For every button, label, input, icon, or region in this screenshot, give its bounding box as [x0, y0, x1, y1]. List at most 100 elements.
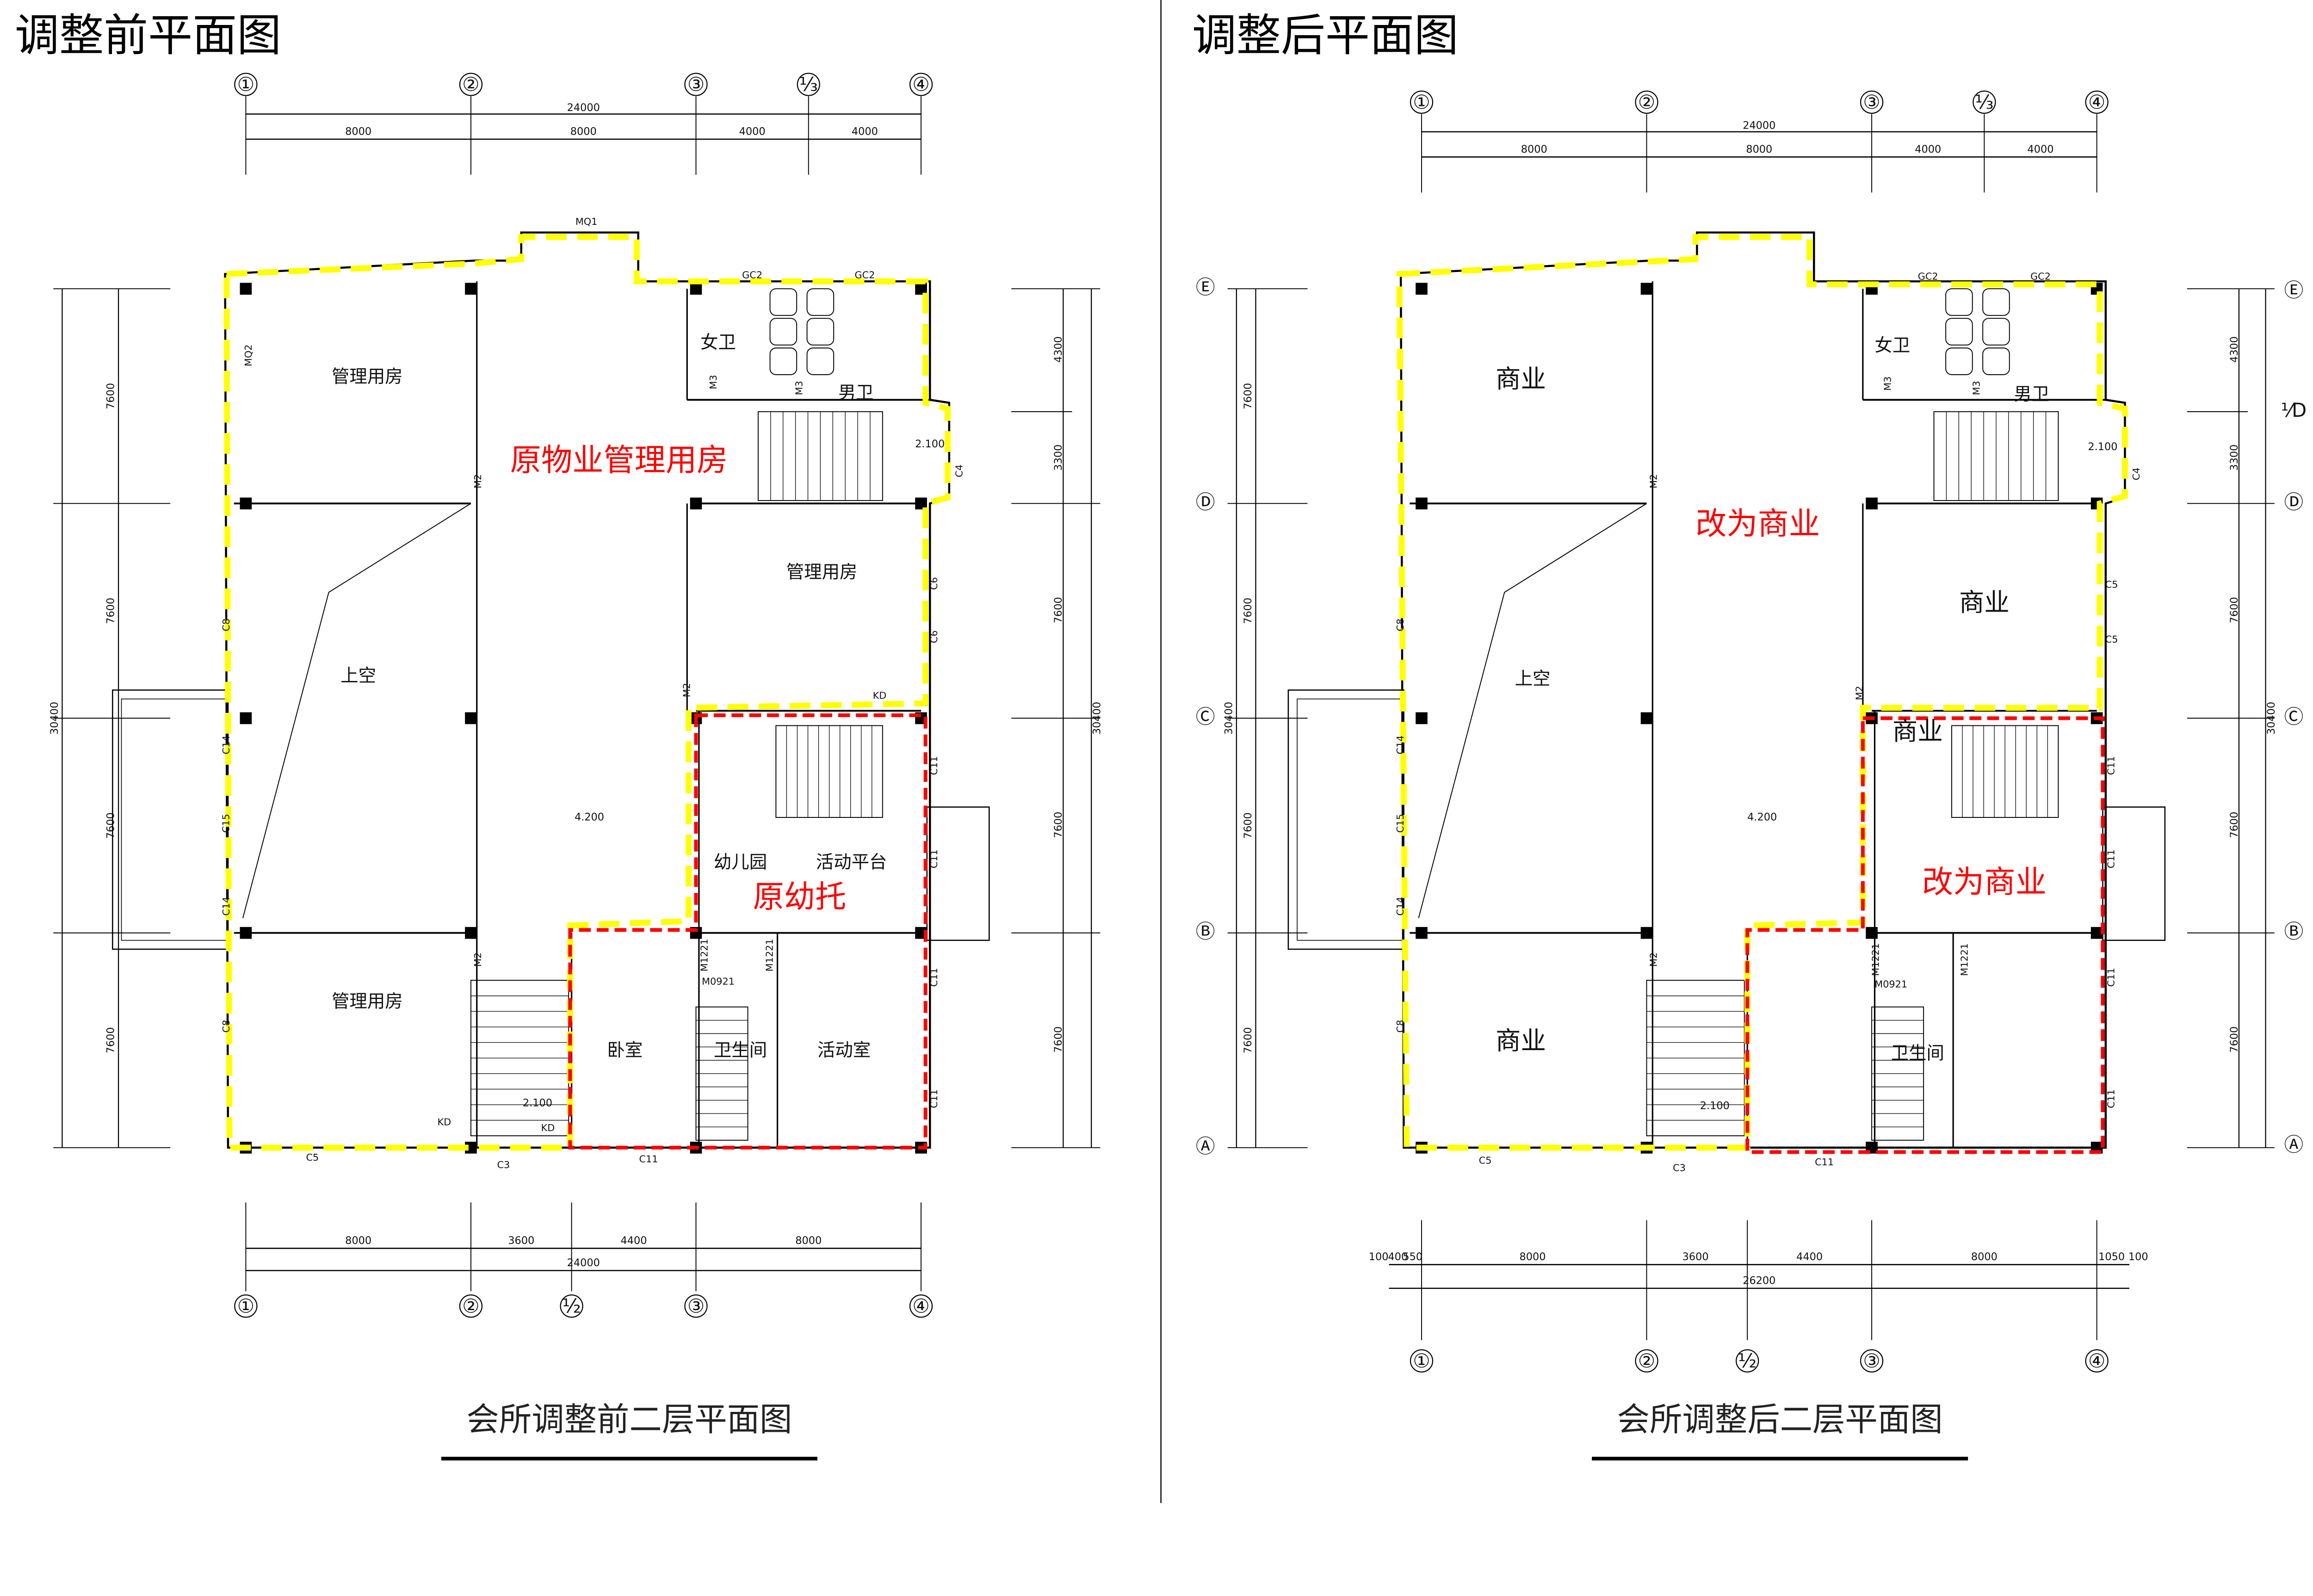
axis-bubble — [797, 73, 820, 96]
yellow-dashed-boundary — [223, 234, 951, 1151]
element-code: KD — [437, 1116, 451, 1127]
element-code: C5 — [1479, 1155, 1492, 1166]
dimension-value: 3600 — [508, 1235, 534, 1247]
structural-column — [465, 712, 477, 724]
dimension-value: 8000 — [1971, 1251, 1998, 1263]
dimension-value: 4300 — [1052, 336, 1064, 363]
axis-label: ⅓ — [1975, 91, 1993, 113]
element-code: M2 — [472, 953, 483, 967]
element-code: C11 — [639, 1153, 658, 1164]
red-annotation: 原幼托 — [753, 879, 847, 915]
plan-title: 调整后平面图 — [1192, 10, 1459, 62]
axis-bubble — [1410, 90, 1434, 114]
dimension-value: 7600 — [105, 1027, 117, 1053]
dimension-value: 1050 — [2098, 1251, 2125, 1263]
row-axis-label: Ⓑ — [1196, 920, 1215, 943]
plan-title: 调整前平面图 — [15, 10, 281, 62]
dimension-value: 100 — [2128, 1251, 2148, 1263]
staircase — [695, 1006, 748, 1141]
element-code: M3 — [708, 375, 719, 389]
element-code: GC2 — [742, 269, 762, 280]
axis-label: ④ — [2088, 1349, 2105, 1372]
room-label: 男卫 — [838, 383, 874, 403]
dimension-value: 7600 — [1052, 811, 1064, 838]
structural-column — [1640, 927, 1653, 939]
element-code: C8 — [221, 1020, 232, 1033]
structural-column — [240, 283, 252, 295]
dimension-value: 8000 — [1746, 143, 1772, 155]
structural-column — [1416, 927, 1428, 939]
room-label: 卫生间 — [714, 1040, 767, 1061]
axis-label: ③ — [1863, 91, 1880, 113]
room-label: 上空 — [340, 665, 376, 686]
staircase — [1871, 1006, 1924, 1141]
axis-bubble — [1860, 1349, 1884, 1373]
axis-bubble — [684, 1294, 708, 1318]
axis-label: ③ — [687, 1294, 705, 1317]
void-diagonal — [1418, 503, 1647, 918]
room-label: 商业 — [1496, 364, 1546, 394]
red-dashed-boundary — [1745, 716, 2105, 1154]
axis-label: ① — [1413, 91, 1430, 113]
element-code: C11 — [2106, 1089, 2117, 1108]
row-axis-label: Ⓓ — [1196, 490, 1215, 513]
element-code: C14 — [1395, 736, 1406, 755]
toilet-stall — [769, 288, 798, 316]
axis-label: ② — [1638, 1349, 1655, 1372]
row-axis-label: Ⓔ — [2284, 279, 2304, 302]
toilet-stall — [1982, 318, 2010, 346]
element-code: M2 — [472, 474, 483, 489]
dimension-value: 7600 — [1052, 597, 1064, 623]
plan-caption: 会所调整后二层平面图 — [1617, 1400, 1943, 1438]
axis-bubble — [1860, 90, 1884, 114]
toilet-stall — [806, 347, 835, 375]
element-code: M3 — [794, 381, 805, 395]
element-code: C11 — [2106, 756, 2117, 775]
axis-bubble — [2085, 1349, 2109, 1373]
dimension-value: 550 — [1403, 1251, 1422, 1263]
axis-bubble — [560, 1294, 583, 1318]
axis-label: ② — [462, 1294, 479, 1317]
balcony-outline — [926, 806, 990, 941]
red-annotation: 改为商业 — [1695, 506, 1820, 542]
element-code: C14 — [1395, 897, 1406, 916]
element-code: C5 — [2105, 579, 2118, 590]
dimension-value: 3300 — [2228, 445, 2240, 471]
background — [0, 0, 2313, 1503]
element-code: C3 — [497, 1159, 510, 1170]
staircase — [757, 411, 883, 501]
staircase — [775, 725, 883, 818]
row-axis-label: Ⓔ — [1196, 276, 1215, 298]
dimension-value: 7600 — [105, 383, 117, 409]
element-code: C15 — [1395, 814, 1406, 833]
row-axis-label: Ⓒ — [2284, 705, 2304, 728]
dimension-value: 3600 — [1682, 1251, 1709, 1263]
element-code: C8 — [1395, 619, 1406, 631]
structural-column — [690, 497, 702, 510]
axis-label: ② — [462, 73, 479, 96]
dimension-value: 8000 — [345, 1235, 371, 1247]
element-code: MQ1 — [575, 216, 598, 227]
element-code: C11 — [1815, 1157, 1834, 1168]
axis-label: ④ — [912, 1294, 929, 1317]
element-code: C6 — [928, 577, 940, 590]
axis-bubble — [459, 1294, 483, 1318]
structural-column — [240, 712, 252, 724]
element-code: C8 — [221, 619, 232, 631]
dimension-total: 30400 — [1223, 702, 1235, 735]
structural-column — [690, 283, 702, 295]
dimension-value: 7600 — [2228, 597, 2240, 623]
structural-column — [465, 283, 477, 295]
dimension-value: 4400 — [1796, 1251, 1823, 1263]
element-code: M1221 — [1870, 943, 1881, 976]
room-label: 上空 — [1515, 668, 1551, 689]
dimension-value: 4000 — [852, 125, 878, 137]
axis-bubble — [684, 73, 708, 96]
room-label: 男卫 — [2014, 384, 2049, 405]
element-code: GC2 — [1918, 271, 1938, 282]
element-code: MQ2 — [243, 344, 254, 366]
row-axis-label: Ⓒ — [1196, 705, 1215, 728]
element-code: M3 — [1882, 376, 1893, 390]
